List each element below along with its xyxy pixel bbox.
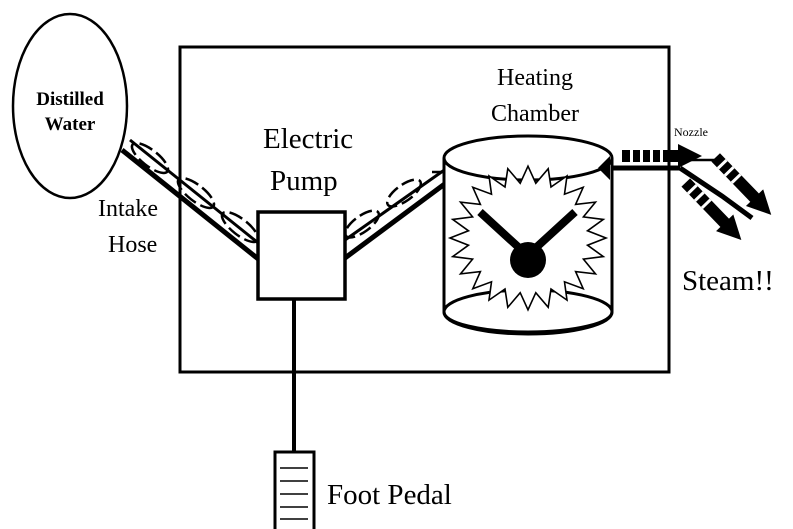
distilled-water-label-1: Distilled — [36, 89, 104, 110]
pump-label-2: Pump — [270, 165, 338, 197]
chamber-label-1: Heating — [497, 65, 573, 91]
housing-box — [178, 45, 671, 374]
foot-pedal-label: Foot Pedal — [327, 479, 452, 511]
intake-label-1: Intake — [98, 196, 158, 222]
nozzle-label: Nozzle — [674, 125, 708, 139]
foot-pedal — [273, 450, 316, 529]
heating-element-icon — [447, 164, 609, 312]
intake-label-2: Hose — [108, 232, 157, 258]
chamber-label-2: Chamber — [491, 101, 579, 127]
heating-element-core — [477, 209, 578, 278]
steam-arrows-icon — [622, 144, 772, 241]
steam-label: Steam!! — [682, 265, 774, 297]
electric-pump — [256, 210, 347, 301]
intake-hose — [120, 138, 264, 264]
chamber-feed-hose — [343, 164, 452, 261]
distilled-water-label-2: Water — [45, 114, 96, 135]
water-reservoir — [11, 12, 129, 200]
pump-label-1: Electric — [263, 123, 353, 155]
